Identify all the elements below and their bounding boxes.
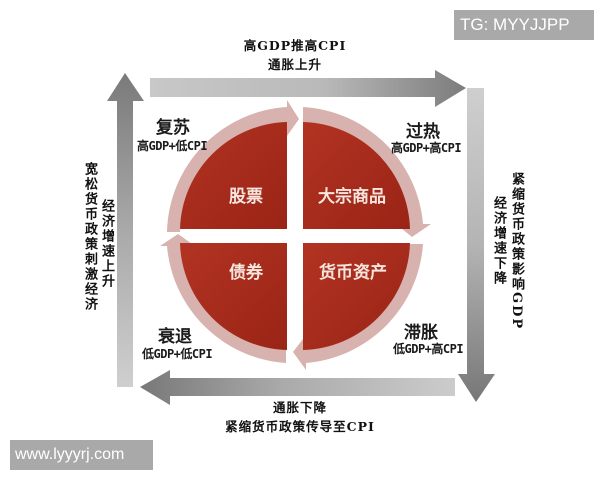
asset-label-stocks: 股票: [229, 187, 263, 207]
phase-overheat-condition: 高GDP+高CPI: [391, 141, 462, 155]
watermark-top-right: TG: MYYJJPP: [454, 10, 594, 40]
bottom-arrow-caption-line2: 紧缩货币政策传导至CPI: [225, 419, 375, 434]
quadrant-bonds: [180, 243, 287, 350]
phase-recovery-condition: 高GDP+低CPI: [137, 139, 208, 153]
left-arrow-up: [107, 73, 144, 387]
bottom-arrow-caption: 通胀下降 紧缩货币政策传导至CPI: [210, 398, 390, 436]
right-arrow-down: [458, 88, 495, 402]
quadrant-commodities: [303, 122, 410, 229]
top-arrow-caption-line1: 高GDP推高CPI: [243, 38, 347, 53]
phase-stagflation-condition: 低GDP+高CPI: [393, 342, 464, 356]
left-arrow-caption-outer: 宽松货币政策刺激经济: [82, 162, 97, 312]
top-arrow-caption: 高GDP推高CPI 通胀上升: [210, 36, 380, 74]
quadrants: [180, 122, 410, 350]
top-arrow-caption-line2: 通胀上升: [267, 57, 322, 72]
asset-label-cash: 货币资产: [319, 262, 387, 283]
right-arrow-caption-inner: 经济增速下降: [491, 196, 506, 286]
bottom-arrow-caption-line1: 通胀下降: [272, 400, 327, 415]
left-arrow-caption-inner: 经济增速上升: [99, 199, 114, 289]
asset-label-commodities: 大宗商品: [318, 186, 386, 207]
quadrant-cash: [303, 243, 410, 350]
quadrant-stocks: [180, 122, 287, 229]
phase-overheat-name: 过热: [406, 122, 440, 142]
asset-label-bonds: 债券: [229, 262, 264, 283]
phase-recovery-name: 复苏: [156, 118, 190, 138]
phase-recession-name: 衰退: [158, 327, 192, 347]
phase-stagflation-name: 滞胀: [404, 323, 438, 343]
phase-recession-condition: 低GDP+低CPI: [142, 347, 213, 361]
right-arrow-caption-outer: 紧缩货币政策影响GDP: [509, 172, 524, 331]
top-arrow-right: [150, 70, 466, 107]
bottom-arrow-left: [140, 370, 455, 405]
watermark-bottom-left: www.lyyyrj.com: [10, 440, 153, 470]
